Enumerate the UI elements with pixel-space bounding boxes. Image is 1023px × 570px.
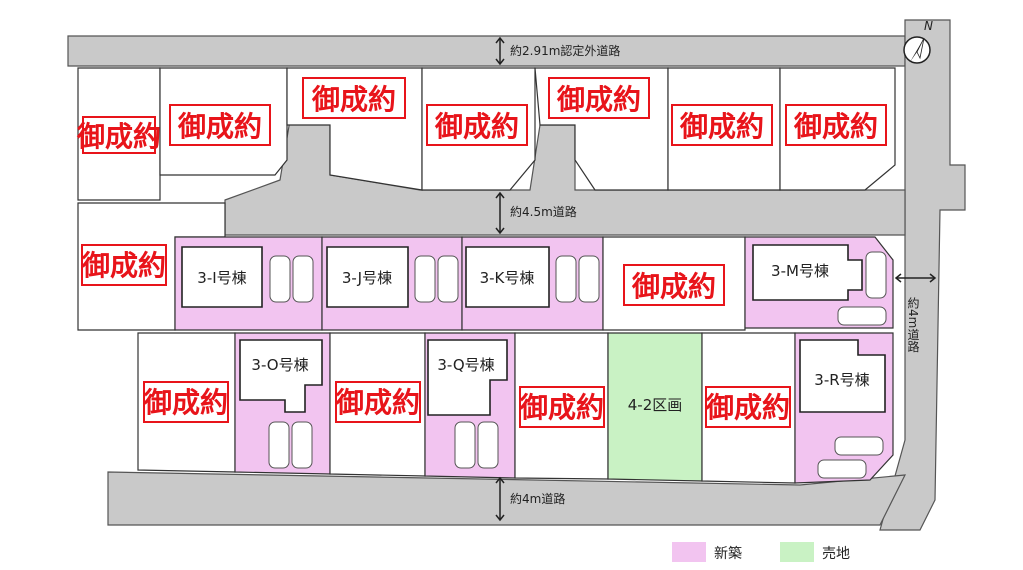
svg-text:御成約: 御成約 <box>335 386 420 419</box>
building-3-O <box>239 339 323 413</box>
svg-text:御成約: 御成約 <box>143 386 228 419</box>
label-3-M: 3-M号棟 <box>771 262 829 280</box>
sold-stamp-5: 御成約 <box>548 77 650 119</box>
label-middle-road: 約4.5m道路 <box>510 204 577 219</box>
building-3-M <box>752 244 863 301</box>
label-top-road: 約2.91m認定外道路 <box>510 43 620 58</box>
label-3-Q: 3-Q号棟 <box>437 356 494 374</box>
sold-stamp-7: 御成約 <box>785 104 887 146</box>
parking-cars <box>268 251 887 479</box>
legend-new-swatch <box>672 542 706 562</box>
label-3-I: 3-I号棟 <box>197 269 246 287</box>
label-right-road: 約4m道路 <box>906 296 920 353</box>
label-bottom-road: 約4m道路 <box>510 491 565 506</box>
svg-text:御成約: 御成約 <box>556 83 641 116</box>
sold-stamp-9: 御成約 <box>623 264 725 306</box>
north-compass-icon: N <box>903 19 933 64</box>
svg-text:御成約: 御成約 <box>434 110 519 143</box>
sold-stamp-1: 御成約 <box>76 116 161 154</box>
sold-stamp-12: 御成約 <box>519 386 605 428</box>
building-3-K <box>465 246 550 308</box>
sold-stamp-3: 御成約 <box>302 77 406 119</box>
legend-new-label: 新築 <box>714 546 742 562</box>
sold-stamp-4: 御成約 <box>426 104 528 146</box>
sold-stamp-10: 御成約 <box>143 381 229 423</box>
svg-text:御成約: 御成約 <box>311 83 396 116</box>
arrow-middle-road <box>495 191 505 235</box>
label-3-O: 3-O号棟 <box>251 356 308 374</box>
sold-stamp-11: 御成約 <box>335 381 421 423</box>
sold-stamp-2: 御成約 <box>169 104 271 146</box>
svg-text:N: N <box>924 19 933 33</box>
arrow-right-road <box>894 273 937 283</box>
svg-text:御成約: 御成約 <box>177 110 262 143</box>
building-3-Q <box>427 339 508 416</box>
label-3-R: 3-R号棟 <box>814 371 869 389</box>
building-3-J <box>326 246 409 308</box>
svg-text:御成約: 御成約 <box>519 391 604 424</box>
label-4-2: 4-2区画 <box>628 396 683 414</box>
svg-text:御成約: 御成約 <box>793 110 878 143</box>
legend-sale-swatch <box>780 542 814 562</box>
legend-sale-label: 売地 <box>822 546 850 562</box>
right-road <box>879 19 966 531</box>
building-3-R <box>799 339 886 413</box>
svg-text:御成約: 御成約 <box>76 120 161 153</box>
label-3-J: 3-J号棟 <box>342 269 392 287</box>
svg-text:御成約: 御成約 <box>679 110 764 143</box>
bottom-road <box>107 471 907 526</box>
svg-text:御成約: 御成約 <box>81 249 166 282</box>
sold-stamp-8: 御成約 <box>81 244 167 286</box>
arrow-bottom-road <box>495 476 505 522</box>
svg-text:御成約: 御成約 <box>705 391 790 424</box>
svg-text:御成約: 御成約 <box>631 270 716 303</box>
building-3-I <box>181 246 263 308</box>
arrow-top-road <box>495 36 505 66</box>
sold-stamp-13: 御成約 <box>705 386 791 428</box>
label-3-K: 3-K号棟 <box>480 269 535 287</box>
sold-stamp-6: 御成約 <box>671 104 773 146</box>
top-road <box>67 35 906 67</box>
